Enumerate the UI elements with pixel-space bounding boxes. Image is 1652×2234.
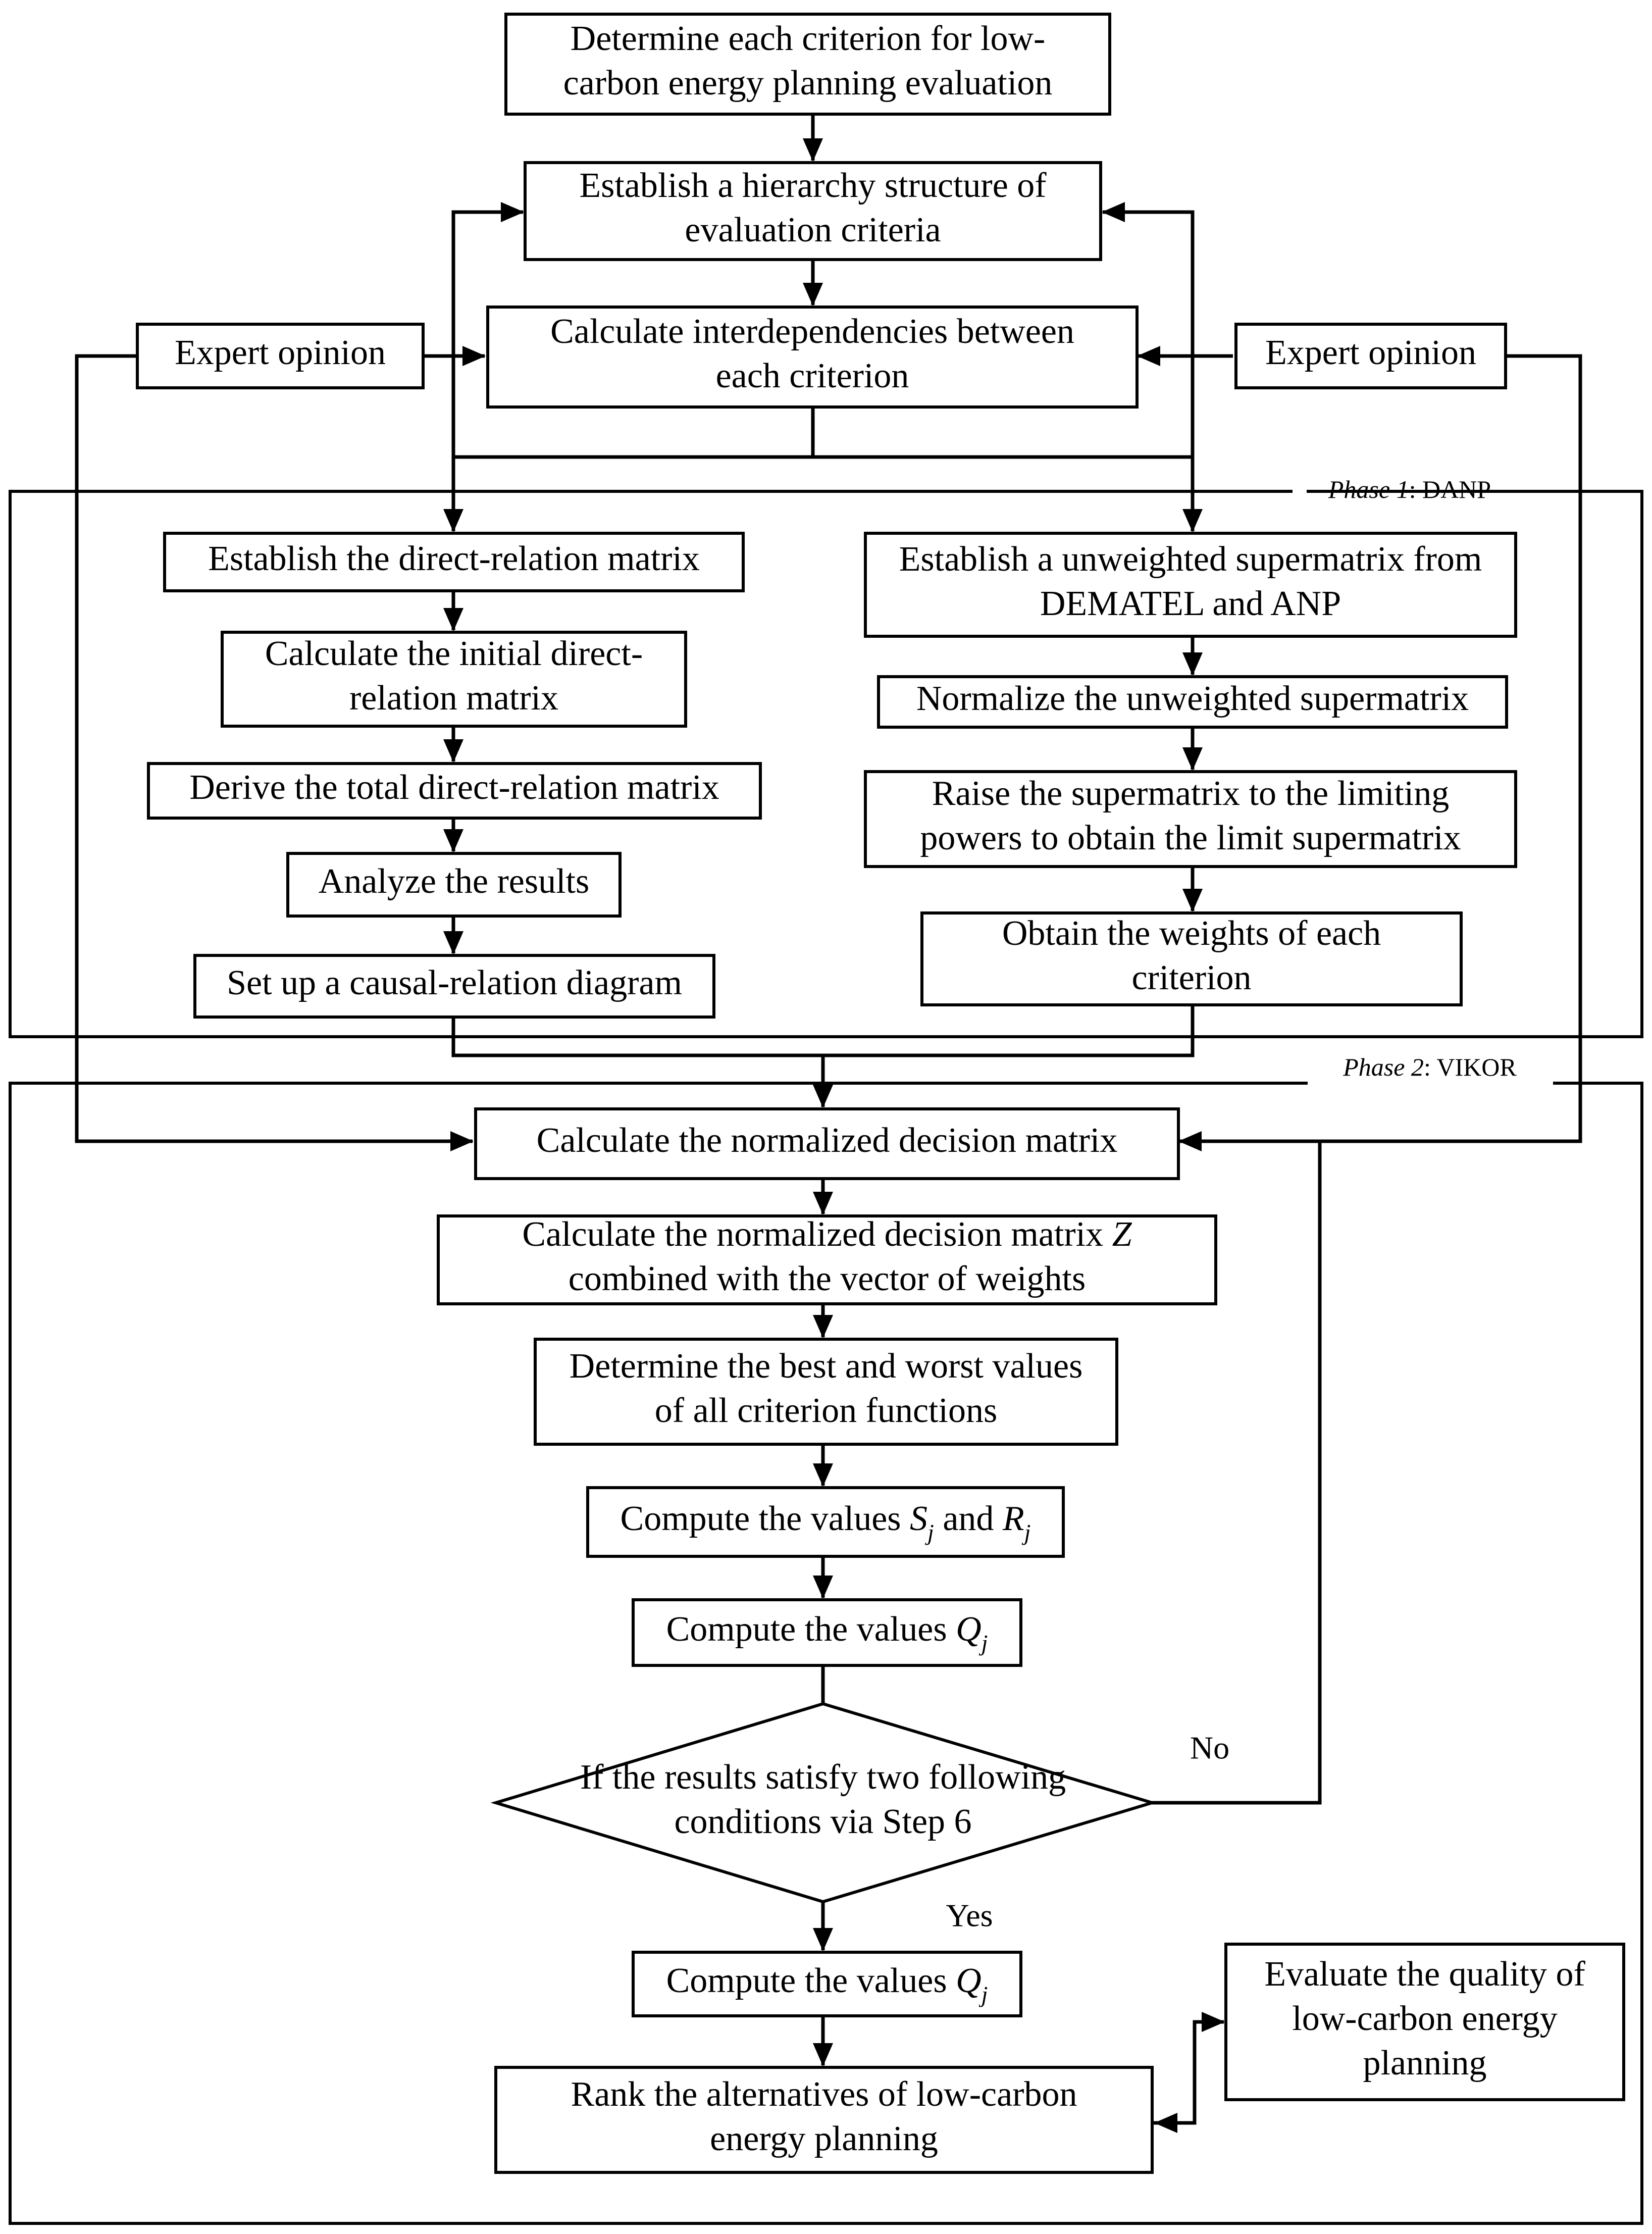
- evaluate-quality-box-label-1: Evaluate the quality of: [1264, 1955, 1585, 1994]
- unweighted-supermatrix-box-label-2: DEMATEL and ANP: [1040, 584, 1341, 623]
- compute-q-final-box-segment: Compute the values: [666, 1961, 956, 2000]
- total-direct-box-label-1: Derive the total direct-relation matrix: [189, 768, 719, 807]
- compute-sr-box-label: Compute the values Sj and Rj: [621, 1499, 1031, 1545]
- compute-sr-box-segment: j: [1022, 1519, 1031, 1545]
- analyze-results-box-label-1: Analyze the results: [319, 862, 589, 901]
- decision-label-2: conditions via Step 6: [674, 1802, 971, 1841]
- interdependencies-box: [486, 306, 1139, 409]
- compute-q-final-box-segment: j: [979, 1982, 988, 2007]
- evaluate-quality-box-label-2: low-carbon energy: [1292, 1999, 1557, 2038]
- line-causal-to-merge: [451, 1018, 823, 1057]
- compute-sr-box-segment: S: [910, 1499, 927, 1538]
- weighted-decision-variable: Z: [1112, 1215, 1132, 1254]
- initial-direct-box: [221, 631, 687, 728]
- phase1-danp-frame: [9, 490, 1643, 1038]
- phase2-label: Phase 2: VIKOR: [1343, 1053, 1517, 1081]
- evaluate-quality-box: [1224, 1943, 1625, 2101]
- interdependencies-box-label-1: Calculate interdependencies between: [550, 312, 1074, 351]
- direct-relation-box: [163, 532, 745, 592]
- total-direct-box: [147, 762, 762, 820]
- compute-q-box-segment: Q: [956, 1610, 982, 1649]
- analyze-results-box: [286, 852, 622, 918]
- direct-relation-box-label-1: Establish the direct-relation matrix: [208, 539, 700, 578]
- phase1-label-suffix: : DANP: [1409, 475, 1491, 503]
- evaluate-quality-box-label-3: planning: [1363, 2044, 1487, 2083]
- decision-diamond: [490, 1702, 1158, 1904]
- normalize-unweighted-box-label-1: Normalize the unweighted supermatrix: [916, 679, 1469, 718]
- best-worst-box-label-2: of all criterion functions: [655, 1391, 997, 1430]
- weighted-decision-text: Calculate the normalized decision matrix: [522, 1215, 1112, 1254]
- phase1-label-prefix: Phase 1: [1328, 475, 1409, 503]
- unweighted-supermatrix-box: [864, 532, 1517, 638]
- determine-criteria-box: [504, 13, 1111, 116]
- arrow-bus-to-hierarchy-left: [451, 202, 524, 457]
- determine-criteria-box-label-2: carbon energy planning evaluation: [563, 64, 1053, 103]
- arrow-bus-to-hierarchy-right: [1102, 202, 1195, 457]
- arrow-rank-to-evaluate: [1153, 2012, 1225, 2125]
- compute-sr-box: [586, 1486, 1065, 1558]
- determine-criteria-box-label-1: Determine each criterion for low-: [571, 19, 1046, 58]
- decision-label-1: If the results satisfy two following: [580, 1758, 1066, 1797]
- line-decision-no-loop: [1152, 1139, 1322, 1805]
- compute-sr-box-segment: Compute the values: [621, 1499, 910, 1538]
- phase2-vikor-frame: [9, 1082, 1643, 2225]
- weighted-decision-box: [437, 1214, 1217, 1305]
- initial-direct-box-label-1: Calculate the initial direct-: [265, 634, 643, 673]
- limit-supermatrix-box-label-1: Raise the supermatrix to the limiting: [932, 774, 1450, 813]
- compute-q-box: [632, 1598, 1022, 1667]
- weights-box-label-1: Obtain the weights of each: [1002, 914, 1381, 953]
- compute-q-box-label: Compute the values Qj: [666, 1610, 988, 1656]
- rank-alternatives-box-label-1: Rank the alternatives of low-carbon: [571, 2075, 1077, 2114]
- hierarchy-box: [524, 161, 1102, 261]
- causal-diagram-box: [193, 954, 715, 1019]
- expert-opinion-left-box: [136, 323, 425, 389]
- nodes: Determine each criterion for low-carbon …: [136, 13, 1625, 2174]
- compute-sr-box-segment: R: [1002, 1499, 1024, 1538]
- yes-label: Yes: [946, 1898, 993, 1934]
- normalized-decision-box: [474, 1107, 1180, 1180]
- weighted-decision-box-label-1: Calculate the normalized decision matrix…: [522, 1215, 1132, 1254]
- best-worst-box-label-1: Determine the best and worst values: [570, 1347, 1083, 1386]
- arrow-expert-right-to-normalized-decision: [1178, 354, 1582, 1151]
- unweighted-supermatrix-box-label-1: Establish a unweighted supermatrix from: [899, 540, 1482, 579]
- best-worst-box: [534, 1338, 1118, 1446]
- compute-q-final-box-label: Compute the values Qj: [666, 1961, 988, 2007]
- compute-q-box-segment: Compute the values: [666, 1610, 956, 1649]
- phase1-label: Phase 1: DANP: [1328, 475, 1491, 503]
- compute-sr-box-segment: j: [925, 1519, 934, 1545]
- expert-opinion-right-box: [1234, 323, 1507, 389]
- normalize-unweighted-box: [877, 675, 1508, 729]
- expert-opinion-right-box-label-1: Expert opinion: [1265, 333, 1476, 372]
- phase2-label-suffix: : VIKOR: [1424, 1053, 1517, 1081]
- line-weights-to-merge: [823, 1006, 1195, 1057]
- compute-q-final-box-segment: Q: [956, 1961, 982, 2000]
- limit-supermatrix-box-label-2: powers to obtain the limit supermatrix: [920, 819, 1461, 857]
- normalized-decision-box-label-1: Calculate the normalized decision matrix: [537, 1121, 1118, 1160]
- rank-alternatives-box: [494, 2066, 1154, 2174]
- expert-opinion-left-box-label-1: Expert opinion: [175, 333, 386, 372]
- limit-supermatrix-box: [864, 770, 1517, 868]
- rank-alternatives-box-label-2: energy planning: [710, 2119, 938, 2158]
- hierarchy-box-label-2: evaluation criteria: [685, 211, 941, 249]
- no-label: No: [1190, 1730, 1229, 1766]
- compute-q-box-segment: j: [979, 1630, 988, 1656]
- compute-sr-box-segment: and: [934, 1499, 1003, 1538]
- arrow-expert-left-to-normalized-decision: [75, 354, 474, 1151]
- interdependencies-box-label-2: each criterion: [716, 357, 909, 395]
- phase2-label-prefix: Phase 2: [1343, 1053, 1424, 1081]
- causal-diagram-box-label-1: Set up a causal-relation diagram: [227, 963, 682, 1002]
- compute-q-final-box: [632, 1951, 1022, 2017]
- weights-box: [920, 911, 1463, 1006]
- initial-direct-box-label-2: relation matrix: [349, 679, 558, 718]
- weights-box-label-2: criterion: [1131, 958, 1251, 997]
- weighted-decision-box-label-2: combined with the vector of weights: [569, 1259, 1086, 1298]
- hierarchy-box-label-1: Establish a hierarchy structure of: [579, 166, 1047, 205]
- connectors: [75, 115, 1582, 2133]
